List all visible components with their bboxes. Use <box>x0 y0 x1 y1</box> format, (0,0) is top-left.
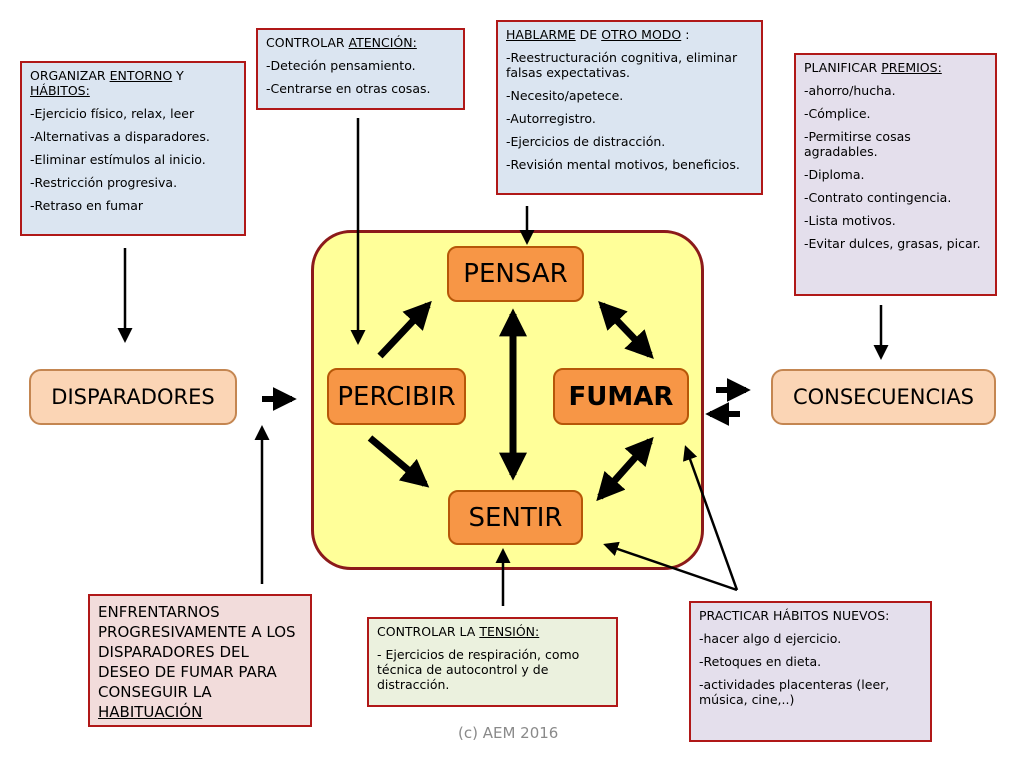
entorno-item: -Eliminar estímulos al inicio. <box>30 152 206 167</box>
atencion-title-u: ATENCIÓN: <box>348 35 417 50</box>
arrow-practicar-to-sentir <box>603 541 738 592</box>
entorno-item: -Alternativas a disparadores. <box>30 129 210 144</box>
tension-box: CONTROLAR LA TENSIÓN: - Ejercicios de re… <box>367 617 618 707</box>
premios-title-plain: PLANIFICAR <box>804 60 882 75</box>
copyright: (c) AEM 2016 <box>458 724 559 742</box>
hablarme-item: -Revisión mental motivos, beneficios. <box>506 157 740 172</box>
enfrentarnos-text-underlined: HABITUACIÓN <box>98 703 203 721</box>
tension-title-u: TENSIÓN: <box>479 624 540 639</box>
tension-item: - Ejercicios de respiración, como técnic… <box>377 647 580 692</box>
atencion-item: -Deteción pensamiento. <box>266 58 416 73</box>
tension-title-plain: CONTROLAR LA <box>377 624 480 639</box>
node-percibir-label: PERCIBIR <box>337 381 456 412</box>
premios-title-u: PREMIOS: <box>881 60 942 75</box>
arrow-percibir-to-pensar <box>377 300 432 359</box>
premios-item: -ahorro/hucha. <box>804 83 896 98</box>
practicar-box: PRACTICAR HÁBITOS NUEVOS: -hacer algo d … <box>689 601 932 742</box>
atencion-box: CONTROLAR ATENCIÓN: -Deteción pensamient… <box>256 28 465 110</box>
hablarme-item: -Reestructuración cognitiva, eliminar fa… <box>506 50 738 80</box>
premios-item: -Contrato contingencia. <box>804 190 952 205</box>
node-sentir: SENTIR <box>448 490 583 545</box>
arrow-pensar-fumar <box>598 300 654 360</box>
entorno-title-u2: HÁBITOS: <box>30 83 90 98</box>
node-fumar-label: FUMAR <box>568 381 674 412</box>
hablarme-item: -Autorregistro. <box>506 111 596 126</box>
entorno-title: ORGANIZAR ENTORNO Y HÁBITOS: <box>30 68 236 98</box>
entorno-item: -Ejercicio físico, relax, leer <box>30 106 195 121</box>
tension-title: CONTROLAR LA TENSIÓN: <box>377 624 608 639</box>
node-pensar-label: PENSAR <box>463 259 568 289</box>
entorno-title-mid: Y <box>172 68 184 83</box>
entorno-box: ORGANIZAR ENTORNO Y HÁBITOS: -Ejercicio … <box>20 61 246 236</box>
practicar-title: PRACTICAR HÁBITOS NUEVOS: <box>699 608 890 623</box>
practicar-item: -actividades placenteras (leer, música, … <box>699 677 890 707</box>
hablarme-title-u2: OTRO MODO <box>601 27 682 42</box>
node-percibir: PERCIBIR <box>327 368 466 425</box>
practicar-item: -hacer algo d ejercicio. <box>699 631 842 646</box>
entorno-title-plain: ORGANIZAR <box>30 68 110 83</box>
hablarme-item: -Necesito/apetece. <box>506 88 624 103</box>
node-sentir-label: SENTIR <box>468 502 563 533</box>
atencion-item: -Centrarse en otras cosas. <box>266 81 431 96</box>
premios-item: -Evitar dulces, grasas, picar. <box>804 236 981 251</box>
arrow-sentir-fumar <box>596 436 654 502</box>
enfrentarnos-text: ENFRENTARNOS PROGRESIVAMENTE A LOS DISPA… <box>98 603 296 701</box>
hablarme-title-end: : <box>681 27 690 42</box>
node-disparadores-label: DISPARADORES <box>51 385 215 409</box>
hablarme-title-mid: DE <box>575 27 602 42</box>
atencion-title-plain: CONTROLAR <box>266 35 349 50</box>
entorno-item: -Retraso en fumar <box>30 198 144 213</box>
node-consecuencias-label: CONSECUENCIAS <box>792 385 975 409</box>
node-pensar: PENSAR <box>447 246 584 302</box>
premios-title: PLANIFICAR PREMIOS: <box>804 60 987 75</box>
arrow-practicar-to-fumar <box>682 445 739 591</box>
premios-item: -Lista motivos. <box>804 213 896 228</box>
enfrentarnos-box: ENFRENTARNOS PROGRESIVAMENTE A LOS DISPA… <box>88 594 312 727</box>
atencion-title: CONTROLAR ATENCIÓN: <box>266 35 455 50</box>
premios-item: -Cómplice. <box>804 106 871 121</box>
practicar-item: -Retoques en dieta. <box>699 654 822 669</box>
entorno-item: -Restricción progresiva. <box>30 175 178 190</box>
premios-item: -Diploma. <box>804 167 865 182</box>
node-disparadores: DISPARADORES <box>29 369 237 425</box>
hablarme-box: HABLARME DE OTRO MODO : -Reestructuració… <box>496 20 763 195</box>
hablarme-item: -Ejercicios de distracción. <box>506 134 666 149</box>
node-fumar: FUMAR <box>553 368 689 425</box>
hablarme-title-u1: HABLARME <box>506 27 576 42</box>
premios-box: PLANIFICAR PREMIOS: -ahorro/hucha. -Cómp… <box>794 53 997 296</box>
premios-item: -Permitirse cosas agradables. <box>804 129 911 159</box>
hablarme-title: HABLARME DE OTRO MODO : <box>506 27 753 42</box>
node-consecuencias: CONSECUENCIAS <box>771 369 996 425</box>
entorno-title-u1: ENTORNO <box>109 68 173 83</box>
arrow-percibir-to-sentir <box>367 435 430 488</box>
